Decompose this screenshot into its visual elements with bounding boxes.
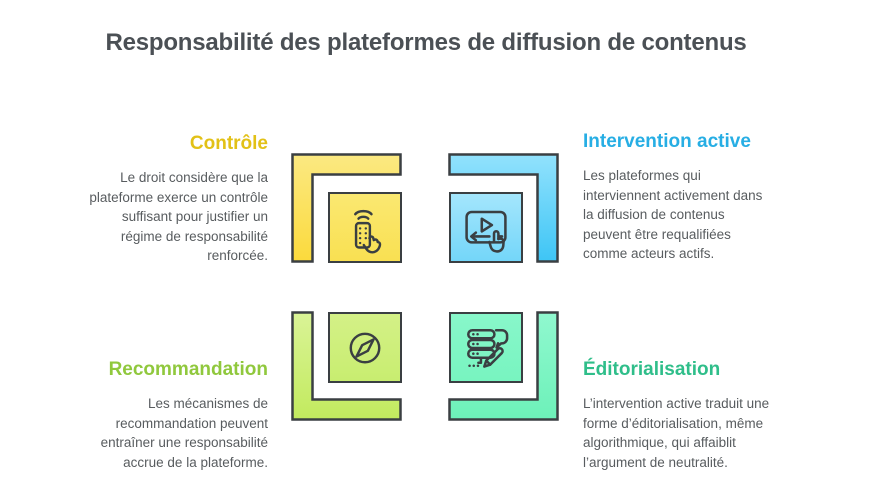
editorialisation-label: Éditorialisation — [583, 359, 721, 380]
remote-control-hand-icon — [354, 209, 382, 253]
editorialisation-description: L’intervention active traduit une forme … — [583, 396, 770, 470]
editorialisation-corner-bracket — [448, 311, 559, 421]
controle-text-block: Contrôle Le droit considère que la plate… — [78, 133, 268, 266]
controle-label: Contrôle — [189, 133, 268, 154]
intervention-label: Intervention active — [583, 131, 751, 152]
controle-tile — [328, 192, 402, 263]
recommandation-tile — [328, 312, 402, 383]
controle-description: Le droit considère que la plateforme exe… — [89, 170, 268, 263]
server-edit-icon — [467, 328, 509, 368]
page-title: Responsabilité des plateformes de diffus… — [105, 29, 747, 56]
intervention-text-block: Intervention active Les plateformes qui … — [583, 131, 788, 264]
intervention-description: Les plateformes qui interviennent active… — [583, 168, 763, 261]
recommandation-corner-bracket — [291, 311, 402, 421]
recommandation-description: Les mécanismes de recommandation peuvent… — [100, 396, 268, 470]
compass-icon — [349, 332, 381, 363]
controle-corner-bracket — [291, 153, 402, 263]
intervention-corner-bracket — [448, 153, 559, 263]
recommandation-text-block: Recommandation Les mécanismes de recomma… — [78, 359, 268, 472]
editorialisation-text-block: Éditorialisation L’intervention active t… — [583, 359, 788, 472]
intervention-tile — [449, 192, 523, 263]
editorialisation-tile — [449, 312, 523, 383]
video-player-touch-icon — [465, 210, 507, 253]
recommandation-label: Recommandation — [108, 359, 268, 380]
